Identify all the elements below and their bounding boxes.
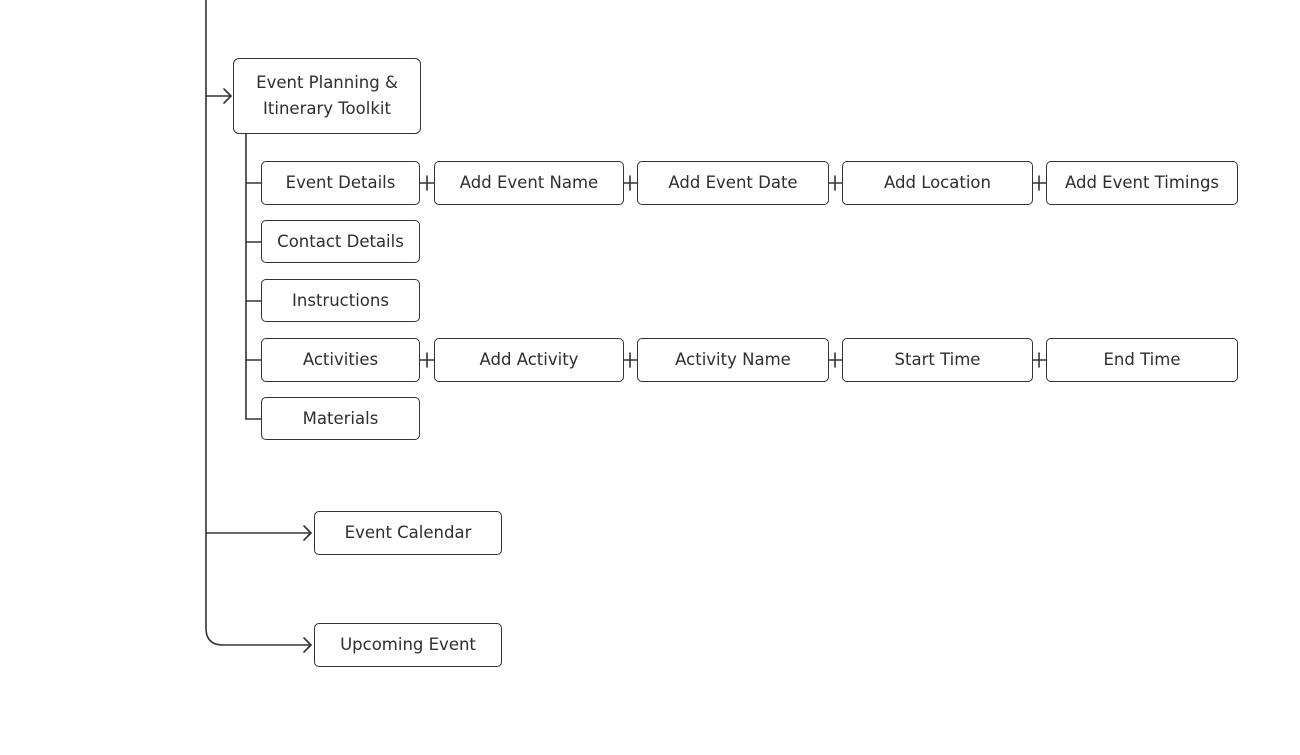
branch-node-event-calendar[interactable]: Event Calendar (314, 511, 502, 555)
root-node-event-planning-toolkit[interactable]: Event Planning & Itinerary Toolkit (233, 58, 421, 134)
root-node-label-line2: Itinerary Toolkit (263, 99, 391, 118)
step-node-activity-name[interactable]: Activity Name (637, 338, 829, 382)
upcoming-event-arrowhead (303, 637, 312, 653)
main-trunk-line (205, 0, 312, 646)
section-node-activities[interactable]: Activities (261, 338, 420, 382)
step-node-add-event-date[interactable]: Add Event Date (637, 161, 829, 205)
step-node-end-time[interactable]: End Time (1046, 338, 1238, 382)
root-node-label-line1: Event Planning & (256, 73, 398, 93)
step-node-add-event-timings[interactable]: Add Event Timings (1046, 161, 1238, 205)
step-node-add-activity[interactable]: Add Activity (434, 338, 624, 382)
step-node-add-location[interactable]: Add Location (842, 161, 1033, 205)
step-node-add-event-name[interactable]: Add Event Name (434, 161, 624, 205)
step-node-start-time[interactable]: Start Time (842, 338, 1033, 382)
section-node-event-details[interactable]: Event Details (261, 161, 420, 205)
root-arrowhead (223, 88, 232, 104)
section-node-contact-details[interactable]: Contact Details (261, 220, 420, 263)
event-calendar-arrowhead (303, 525, 312, 541)
branch-node-upcoming-event[interactable]: Upcoming Event (314, 623, 502, 667)
section-node-instructions[interactable]: Instructions (261, 279, 420, 322)
section-node-materials[interactable]: Materials (261, 397, 420, 440)
